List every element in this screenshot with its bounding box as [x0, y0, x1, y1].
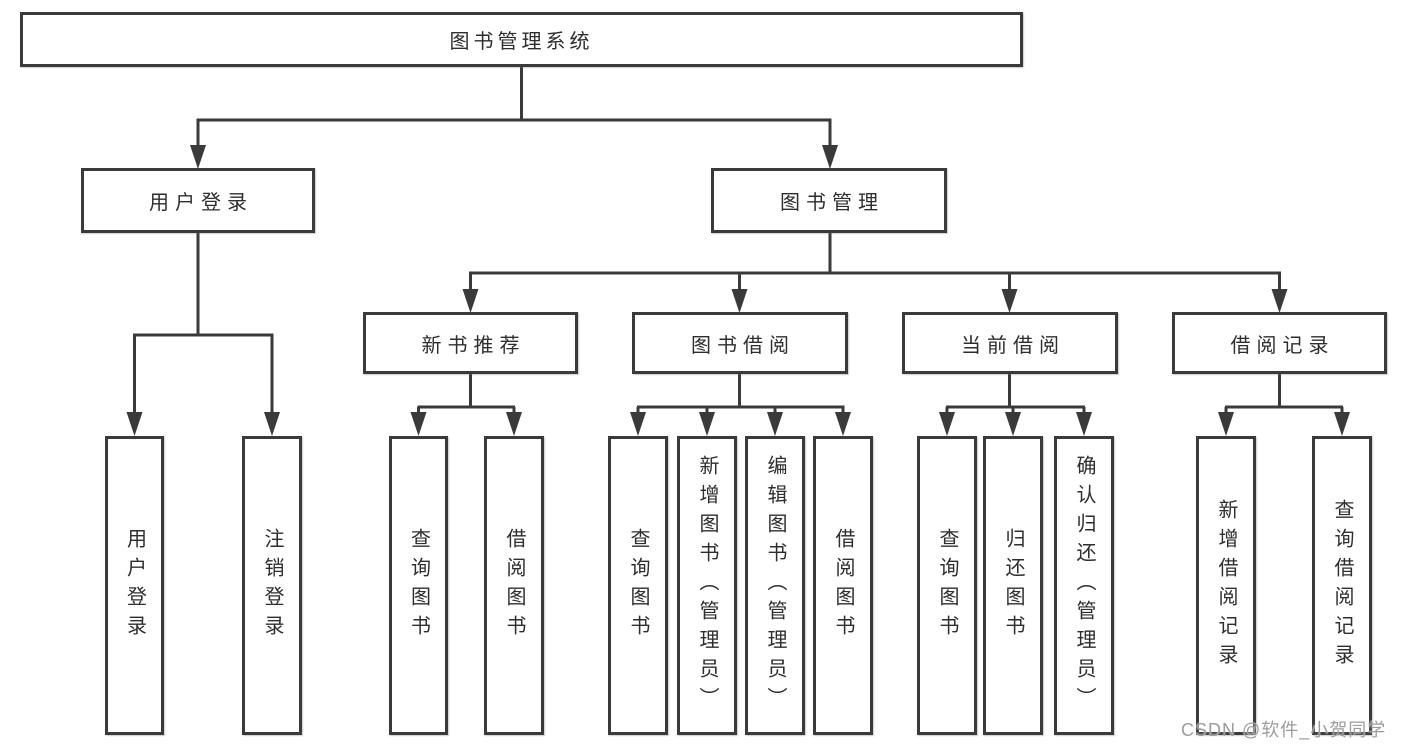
- leaf-query-book-newbook: 查询图书: [389, 436, 448, 735]
- leaf-query-borrow-record: 查询借阅记录: [1312, 436, 1372, 735]
- leaf-confirm-return-admin: 确认归还（管理员）: [1054, 436, 1114, 735]
- leaf-logout-login: 注销登录: [242, 436, 302, 735]
- node-user-login: 用户登录: [81, 168, 315, 233]
- node-book-management: 图书管理: [711, 168, 947, 233]
- leaf-add-borrow-record: 新增借阅记录: [1196, 436, 1256, 735]
- node-root: 图书管理系统: [20, 12, 1023, 67]
- leaf-return-book: 归还图书: [983, 436, 1043, 735]
- csdn-watermark: CSDN @软件_小贺同学: [1181, 720, 1387, 740]
- node-current-borrow: 当前借阅: [902, 312, 1118, 374]
- leaf-edit-book-admin: 编辑图书（管理员）: [745, 436, 805, 735]
- leaf-borrow-book-newbook: 借阅图书: [484, 436, 544, 735]
- leaf-user-login: 用户登录: [105, 436, 164, 735]
- node-new-book-recommend: 新书推荐: [363, 312, 578, 374]
- leaf-add-book-admin: 新增图书（管理员）: [677, 436, 737, 735]
- node-book-borrow: 图书借阅: [632, 312, 848, 374]
- leaf-query-book-borrow: 查询图书: [608, 436, 668, 735]
- arrowheads: [126, 145, 1350, 436]
- leaf-query-book-current: 查询图书: [917, 436, 977, 735]
- node-borrow-record: 借阅记录: [1172, 312, 1387, 374]
- leaf-borrow-book-borrow: 借阅图书: [813, 436, 873, 735]
